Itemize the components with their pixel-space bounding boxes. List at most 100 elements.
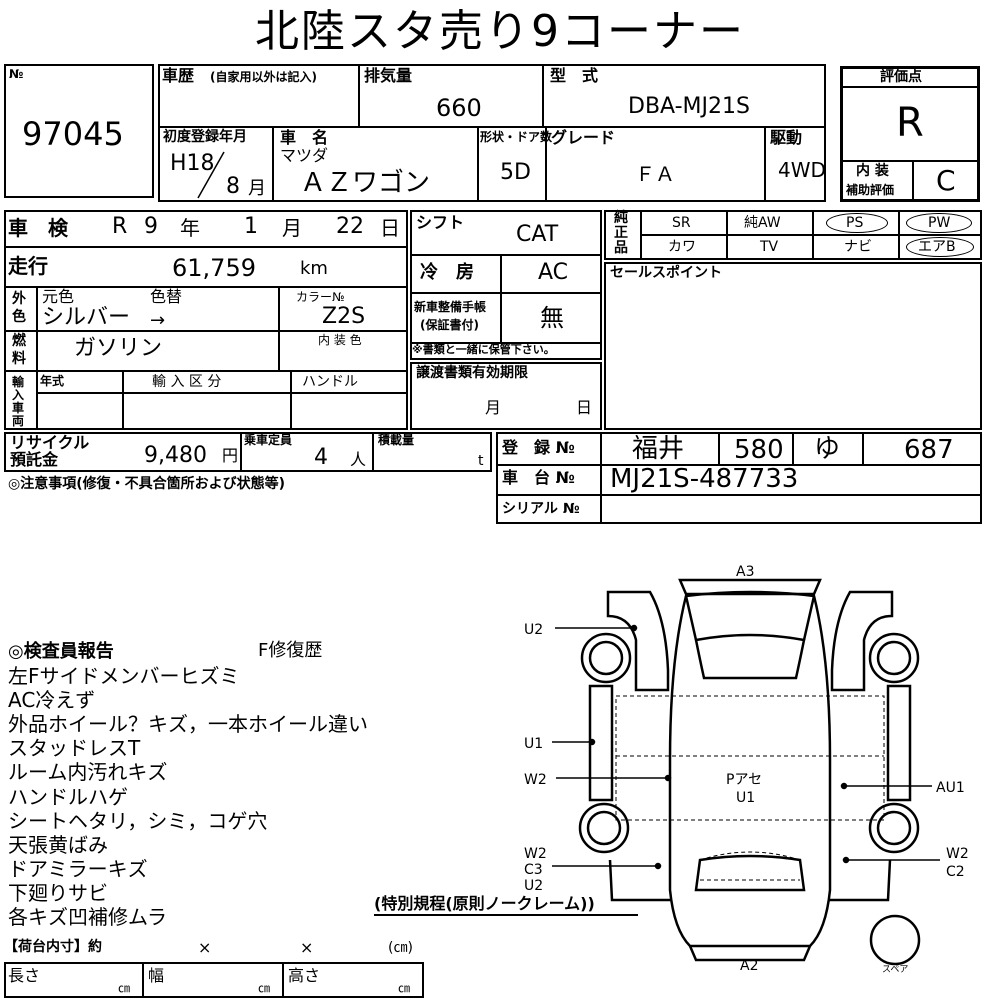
shift-label: シフト xyxy=(416,213,465,232)
rating-value: R xyxy=(896,100,924,146)
report-line-10: 下廻りサビ xyxy=(8,881,108,905)
car-maker: マツダ xyxy=(280,146,329,165)
first-reg-month-unit: 月 xyxy=(248,178,266,199)
repaint-value: → xyxy=(150,310,166,331)
lot-box xyxy=(4,64,154,198)
interior-color-label: 内 装 色 xyxy=(318,333,362,347)
report-line-2: AC冷えず xyxy=(8,688,96,712)
chassis-label: 車 台 № xyxy=(502,468,575,487)
inspection-label: 車 検 xyxy=(8,216,68,240)
grade-label: グレード xyxy=(551,128,616,147)
interior-label-1: 内 装 xyxy=(856,163,889,179)
right-front-door xyxy=(830,590,894,692)
load-label: 積載量 xyxy=(378,433,415,447)
inspection-day-unit: 日 xyxy=(380,216,400,240)
maintenance-label-2: (保証書付) xyxy=(420,318,479,332)
label-c3-low: C3 xyxy=(524,862,543,878)
import-handle-label: ハンドル xyxy=(302,374,358,390)
load-unit: t xyxy=(478,453,484,469)
maintenance-value: 無 xyxy=(540,304,564,332)
inspection-month-unit: 月 xyxy=(282,216,302,240)
cargo-length-unit: ㎝ xyxy=(118,981,131,995)
label-w2-right: W2 xyxy=(946,846,969,862)
mileage-unit: km xyxy=(300,258,328,279)
shift-value: CAT xyxy=(516,222,559,247)
recycle-label-1: リサイクル xyxy=(10,433,90,452)
genuine-leather: カワ xyxy=(668,239,696,255)
label-a2: A2 xyxy=(740,958,758,974)
right-rocker xyxy=(886,684,912,802)
sales-point-box xyxy=(604,262,982,430)
report-line-3: 外品ホイール？キズ，一本ホイール違い xyxy=(8,712,368,736)
displacement-value: 660 xyxy=(436,94,482,122)
maintenance-label-1: 新車整備手帳 xyxy=(414,300,487,314)
genuine-sr: SR xyxy=(672,215,691,231)
registration-label: 登 録 № xyxy=(502,438,575,457)
left-front-door xyxy=(606,590,670,692)
lot-number: 97045 xyxy=(22,115,124,153)
special-rule: (特別規程(原則ノークレーム)) xyxy=(374,894,595,913)
cargo-grid xyxy=(4,962,424,998)
label-u1-left: U1 xyxy=(524,736,543,752)
orig-color-value: シルバー xyxy=(42,305,131,330)
left-info-grid xyxy=(4,210,408,430)
orig-color-label: 元色 xyxy=(42,287,75,306)
cargo-title: 【荷台内寸】約 xyxy=(4,939,102,955)
capacity-unit: 人 xyxy=(350,450,367,469)
genuine-ps: PS xyxy=(846,215,864,231)
recycle-label-2: 預託金 xyxy=(10,450,59,469)
label-spare: スペア xyxy=(882,965,908,975)
cargo-times-2: × xyxy=(300,938,314,957)
repaint-label: 色替 xyxy=(150,287,183,306)
exterior-side-1: 外 xyxy=(12,291,26,307)
ac-value: AC xyxy=(538,260,569,285)
label-u2-low: U2 xyxy=(524,878,543,894)
report-line-4: スタッドレスT xyxy=(8,736,141,760)
recycle-row xyxy=(4,432,492,472)
report-line-7: シートヘタリ，シミ，コゲ穴 xyxy=(8,809,268,833)
history-note: (自家用以外は記入) xyxy=(210,70,317,84)
model-type-value: DBA-MJ21S xyxy=(628,94,750,119)
front-bumper xyxy=(678,578,822,596)
import-year-label: 年式 xyxy=(40,374,65,388)
transfer-box xyxy=(410,362,602,430)
registration-grid xyxy=(496,432,982,524)
label-u2-top: U2 xyxy=(524,622,543,638)
shape-value: 5D xyxy=(500,160,531,185)
genuine-ps-circle xyxy=(826,213,888,233)
genuine-airbag-circle xyxy=(906,237,974,257)
date-slash xyxy=(197,151,225,199)
genuine-pw: PW xyxy=(928,215,951,231)
fuel-side-1: 燃 xyxy=(12,333,26,349)
cargo-width-label: 幅 xyxy=(148,966,165,985)
rating-box xyxy=(840,66,980,202)
label-w2-left: W2 xyxy=(524,772,547,788)
report-line-11: 各キズ凹補修ムラ xyxy=(8,905,167,929)
label-au1: AU1 xyxy=(936,780,965,796)
windshield xyxy=(694,633,806,680)
maintenance-note: ※書類と一緒に保管下さい。 xyxy=(412,343,555,356)
report-line-1: 左Fサイドメンバーヒズミ xyxy=(8,664,240,688)
shape-label: 形状・ドア数 xyxy=(480,130,553,144)
label-center-2: U1 xyxy=(736,790,755,806)
cargo-times-1: × xyxy=(198,938,212,957)
header-grid xyxy=(158,64,826,202)
label-a3: A3 xyxy=(736,564,754,580)
import-side-label: 輸入車両 xyxy=(12,375,25,428)
history-label: 車歴 xyxy=(162,66,195,85)
registration-class: 580 xyxy=(734,435,784,465)
inspection-year-unit: 年 xyxy=(180,216,200,240)
color-no-label: カラー№ xyxy=(296,290,345,304)
repair-history: F修復歴 xyxy=(258,640,323,661)
car-name-label: 車 名 xyxy=(280,128,329,147)
rear-bumper xyxy=(688,945,812,962)
recycle-value: 9,480 xyxy=(144,443,207,468)
genuine-side-1: 純 xyxy=(614,210,628,226)
notes-title: ◎注意事項(修復・不具合箇所および状態等) xyxy=(8,476,286,492)
recycle-unit: 円 xyxy=(222,446,239,465)
interior-label-2: 補助評価 xyxy=(846,183,895,197)
label-center-1: Pアセ xyxy=(726,772,762,788)
capacity-value: 4 xyxy=(314,445,328,470)
sales-point-label: セールスポイント xyxy=(610,265,722,281)
serial-label: シリアル № xyxy=(502,501,580,517)
